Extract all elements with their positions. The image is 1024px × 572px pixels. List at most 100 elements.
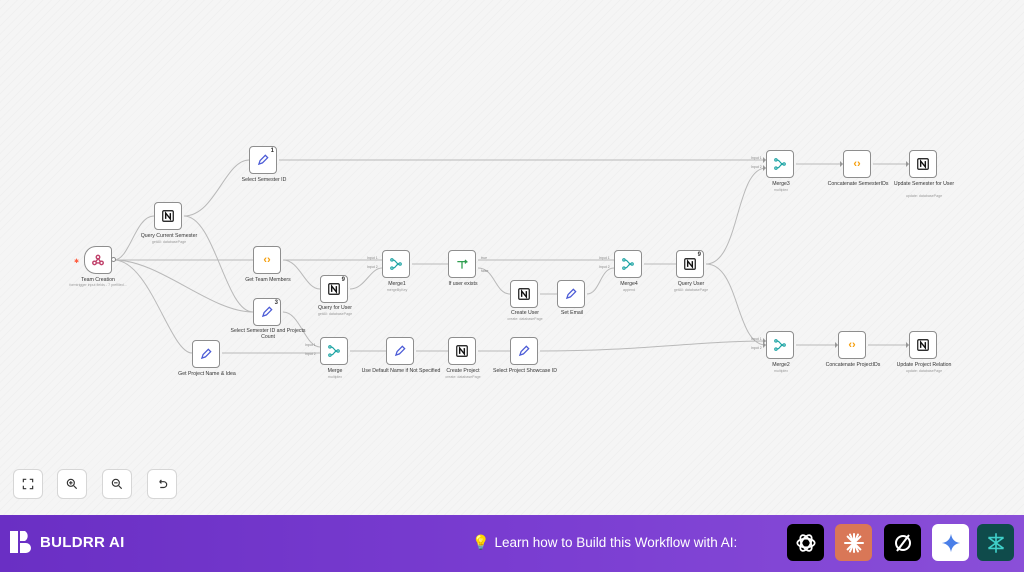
node-merge3[interactable]	[766, 150, 794, 178]
grok-button[interactable]	[977, 524, 1014, 561]
edit-pencil-icon	[261, 306, 273, 318]
node-select-semester-projects[interactable]: 3	[253, 298, 281, 326]
node-label: Query Current Semester	[140, 233, 198, 239]
zoom-in-icon	[66, 478, 78, 490]
edit-pencil-icon	[394, 345, 406, 357]
grok-icon	[987, 532, 1004, 553]
code-icon: ‹›	[263, 254, 271, 266]
node-merge4[interactable]	[614, 250, 642, 278]
fit-view-button[interactable]	[13, 469, 43, 499]
node-subtitle: getAll: databasePage	[317, 312, 353, 316]
edge	[477, 267, 511, 295]
node-merge2[interactable]	[766, 331, 794, 359]
node-create-user[interactable]	[510, 280, 538, 308]
node-use-default-name[interactable]	[386, 337, 414, 365]
port-label: Input 1	[599, 256, 610, 260]
node-concatenate-semesterids[interactable]: ‹›	[843, 150, 871, 178]
node-get-project-name[interactable]	[192, 340, 220, 368]
merge-icon	[774, 339, 786, 351]
perplexity-icon	[894, 533, 911, 552]
node-subtitle: multiplex	[773, 188, 789, 192]
chatgpt-button[interactable]	[787, 524, 824, 561]
node-merge[interactable]	[320, 337, 348, 365]
edge	[113, 259, 254, 313]
node-query-for-user[interactable]: 9	[320, 275, 348, 303]
zoom-out-button[interactable]	[102, 469, 132, 499]
node-create-project[interactable]	[448, 337, 476, 365]
perplexity-button[interactable]	[884, 524, 921, 561]
fit-view-icon	[22, 478, 34, 490]
port-label: Input 1	[751, 337, 762, 341]
zoom-out-icon	[111, 478, 123, 490]
notion-icon	[684, 258, 696, 270]
brand[interactable]: BULDRR AI	[8, 529, 125, 555]
badge: 3	[274, 300, 278, 306]
zoom-in-button[interactable]	[57, 469, 87, 499]
cta-text: Learn how to Build this Workflow with AI…	[494, 535, 738, 550]
node-label: Create User	[511, 310, 539, 316]
trigger-bolt-icon: ✱	[74, 259, 80, 265]
port-label: Input 1	[305, 343, 316, 347]
port-label: Input 2	[305, 352, 316, 356]
badge: 9	[697, 252, 701, 258]
cta: 💡 Learn how to Build this Workflow with …	[472, 534, 737, 551]
node-update-project-relation[interactable]	[909, 331, 937, 359]
node-subtitle: multiplex	[773, 369, 789, 373]
node-label: Merge2	[772, 362, 790, 368]
node-query-user[interactable]: 9	[676, 250, 704, 278]
node-team-creation[interactable]	[84, 246, 112, 274]
node-subtitle: mergeByKey	[386, 288, 408, 292]
node-concatenate-projectids[interactable]: ‹›	[838, 331, 866, 359]
node-update-semester[interactable]	[909, 150, 937, 178]
merge-icon	[390, 258, 402, 270]
node-subtitle: append	[623, 288, 635, 292]
merge-icon	[622, 258, 634, 270]
edge	[183, 215, 254, 313]
node-label: Get Team Members	[245, 277, 291, 283]
node-label: Query for User	[317, 305, 352, 311]
node-query-current-semester[interactable]	[154, 202, 182, 230]
node-label: Team Creation	[81, 277, 115, 283]
node-label: Concatenate ProjectIDs	[825, 362, 881, 368]
footer-banner: BULDRR AI 💡 Learn how to Build this Work…	[0, 515, 1024, 572]
lightbulb-icon: 💡	[472, 534, 490, 550]
port-label: Input 2	[751, 346, 762, 350]
edge	[113, 259, 193, 354]
merge-icon	[774, 158, 786, 170]
notion-icon	[456, 345, 468, 357]
edge	[705, 263, 767, 346]
edge	[282, 259, 321, 290]
gemini-button[interactable]	[932, 524, 969, 561]
node-select-semester-id[interactable]: 1	[249, 146, 277, 174]
node-label: Merge3	[772, 181, 790, 187]
output-port[interactable]	[111, 257, 116, 262]
reset-zoom-button[interactable]	[147, 469, 177, 499]
claude-button[interactable]	[835, 524, 872, 561]
node-select-project-showcase[interactable]	[510, 337, 538, 365]
node-label: Select Semester ID and Projects Count	[230, 328, 306, 340]
port-label: Input 2	[367, 265, 378, 269]
node-label: Set Email	[560, 310, 584, 316]
undo-icon	[159, 479, 168, 489]
if-branch-icon	[457, 259, 469, 269]
node-set-email[interactable]	[557, 280, 585, 308]
port-label: Input 2	[751, 165, 762, 169]
node-label: Select Project Showcase ID	[492, 368, 557, 374]
edge	[705, 167, 767, 265]
port-label: Input 1	[751, 156, 762, 160]
edge	[282, 311, 321, 348]
workflow-canvas[interactable]: ✱ Team Creation formtrigger input fields…	[0, 0, 1024, 515]
node-if-user-exists[interactable]	[448, 250, 476, 278]
node-get-team-members[interactable]: ‹›	[253, 246, 281, 274]
node-merge1[interactable]	[382, 250, 410, 278]
node-subtitle: create: databasePage	[445, 375, 481, 379]
node-label: Update Project Relation	[896, 362, 952, 368]
claude-icon	[843, 532, 864, 553]
notion-icon	[917, 339, 929, 351]
edge	[113, 215, 155, 261]
badge: 9	[341, 277, 345, 283]
notion-icon	[162, 210, 174, 222]
connections-layer	[113, 157, 909, 354]
edit-pencil-icon	[200, 348, 212, 360]
node-label: Query User	[677, 281, 705, 287]
